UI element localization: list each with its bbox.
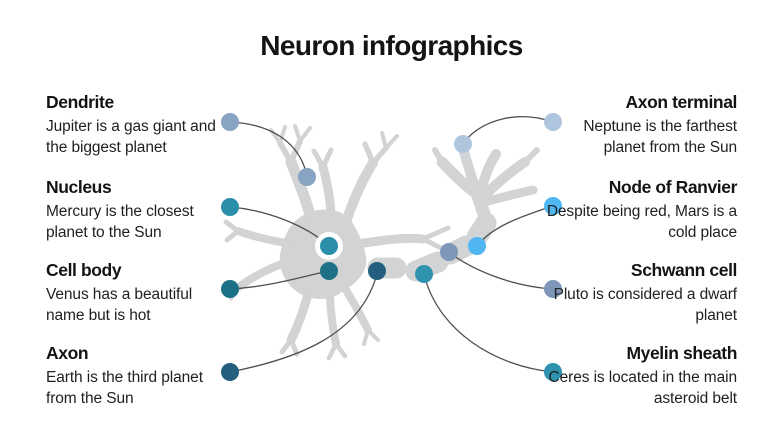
axon-terminal-marker-dot <box>454 135 472 153</box>
item-dendrite: Dendrite Jupiter is a gas giant and the … <box>46 92 224 158</box>
cell-body-label-dot <box>221 280 239 298</box>
dendrite-branch <box>279 337 300 357</box>
item-cell-body-label: Cell body <box>46 260 122 280</box>
item-nucleus: Nucleus Mercury is the closest planet to… <box>46 177 224 243</box>
item-nucleus-text: Mercury is the closest planet to the Sun <box>46 203 194 241</box>
dendrite-branch <box>362 141 389 166</box>
item-node-of-ranvier-text: Despite being red, Mars is a cold place <box>546 203 737 241</box>
dendrite-branch <box>342 158 378 224</box>
item-schwann-cell: Schwann cell Pluto is considered a dwarf… <box>545 260 738 326</box>
connector-axon-terminal <box>463 116 554 143</box>
axon-marker-dot <box>368 262 386 280</box>
dendrite-branch <box>234 227 290 247</box>
item-myelin-sheath: Myelin sheath Ceres is located in the ma… <box>545 343 738 409</box>
axon-label-dot <box>221 363 239 381</box>
item-axon: Axon Earth is the third planet from the … <box>46 343 224 409</box>
dendrite-branch <box>326 341 348 361</box>
dendrite-branch <box>380 131 399 150</box>
nucleus-label-dot <box>221 198 239 216</box>
neuron-marker-dots <box>298 135 486 283</box>
dendrite-branch <box>269 124 312 145</box>
axon-terminal-label-dot <box>544 113 562 131</box>
dendrite-branch <box>311 147 334 170</box>
dendrite-branch <box>235 259 288 291</box>
item-axon-label: Axon <box>46 343 89 363</box>
axon-terminal-branch <box>432 147 445 165</box>
dendrite-marker-dot <box>298 168 316 186</box>
dendrite-branch <box>223 219 241 243</box>
schwann-cell-label-dot <box>544 280 562 298</box>
item-schwann-cell-text: Pluto is considered a dwarf planet <box>553 286 738 324</box>
dendrite-branch <box>285 156 318 228</box>
item-myelin-sheath-label: Myelin sheath <box>626 343 737 363</box>
dendrite-branch <box>318 162 336 218</box>
connector-schwann-cell <box>449 252 554 290</box>
axon-terminal-branch <box>459 147 482 197</box>
connector-cell-body <box>229 270 329 290</box>
connector-dendrite <box>229 121 308 177</box>
item-cell-body: Cell body Venus has a beautiful name but… <box>46 260 224 326</box>
item-cell-body-text: Venus has a beautiful name but is hot <box>46 286 193 324</box>
axon-terminal-branch <box>476 149 501 197</box>
connector-axon <box>229 273 378 373</box>
dendrite-branch <box>326 294 340 348</box>
neuron-graphic <box>223 124 540 361</box>
connector-myelin-sheath <box>424 277 554 373</box>
dendrite-label-dot <box>221 113 239 131</box>
item-node-of-ranvier: Node of Ranvier Despite being red, Mars … <box>545 177 738 243</box>
item-dendrite-label: Dendrite <box>46 92 114 112</box>
myelin-sheath-marker-dot <box>415 265 433 283</box>
item-axon-terminal-label: Axon terminal <box>625 92 738 112</box>
myelin-sheath-label-dot <box>544 363 562 381</box>
axon-terminal-branch <box>522 147 540 165</box>
item-nucleus-label: Nucleus <box>46 177 112 197</box>
dendrite-branch <box>342 286 372 334</box>
item-axon-terminal: Axon terminal Neptune is the farthest pl… <box>545 92 737 158</box>
item-axon-text: Earth is the third planet from the Sun <box>46 369 203 407</box>
item-axon-terminal-text: Neptune is the farthest planet from the … <box>583 118 737 156</box>
axon-terminal-branch <box>479 157 530 201</box>
item-myelin-sheath-text: Ceres is located in the main asteroid be… <box>548 369 738 407</box>
node-of-ranvier-label-dot <box>544 197 562 215</box>
item-schwann-cell-label: Schwann cell <box>630 260 737 280</box>
cell-body-marker-dot <box>320 262 338 280</box>
dendrite-branch <box>286 289 313 345</box>
schwann-cell-marker-dot <box>440 243 458 261</box>
node-of-ranvier-marker-dot <box>468 237 486 255</box>
item-node-of-ranvier-label: Node of Ranvier <box>608 177 738 197</box>
item-dendrite-text: Jupiter is a gas giant and the biggest p… <box>46 118 216 156</box>
page-title: Neuron infographics <box>260 30 523 61</box>
axon-terminal-branch <box>479 185 538 207</box>
label-dots <box>221 113 562 381</box>
dendrite-branch <box>362 328 380 346</box>
nucleus-marker-dot <box>320 237 338 255</box>
dendrite-branch <box>359 233 428 248</box>
